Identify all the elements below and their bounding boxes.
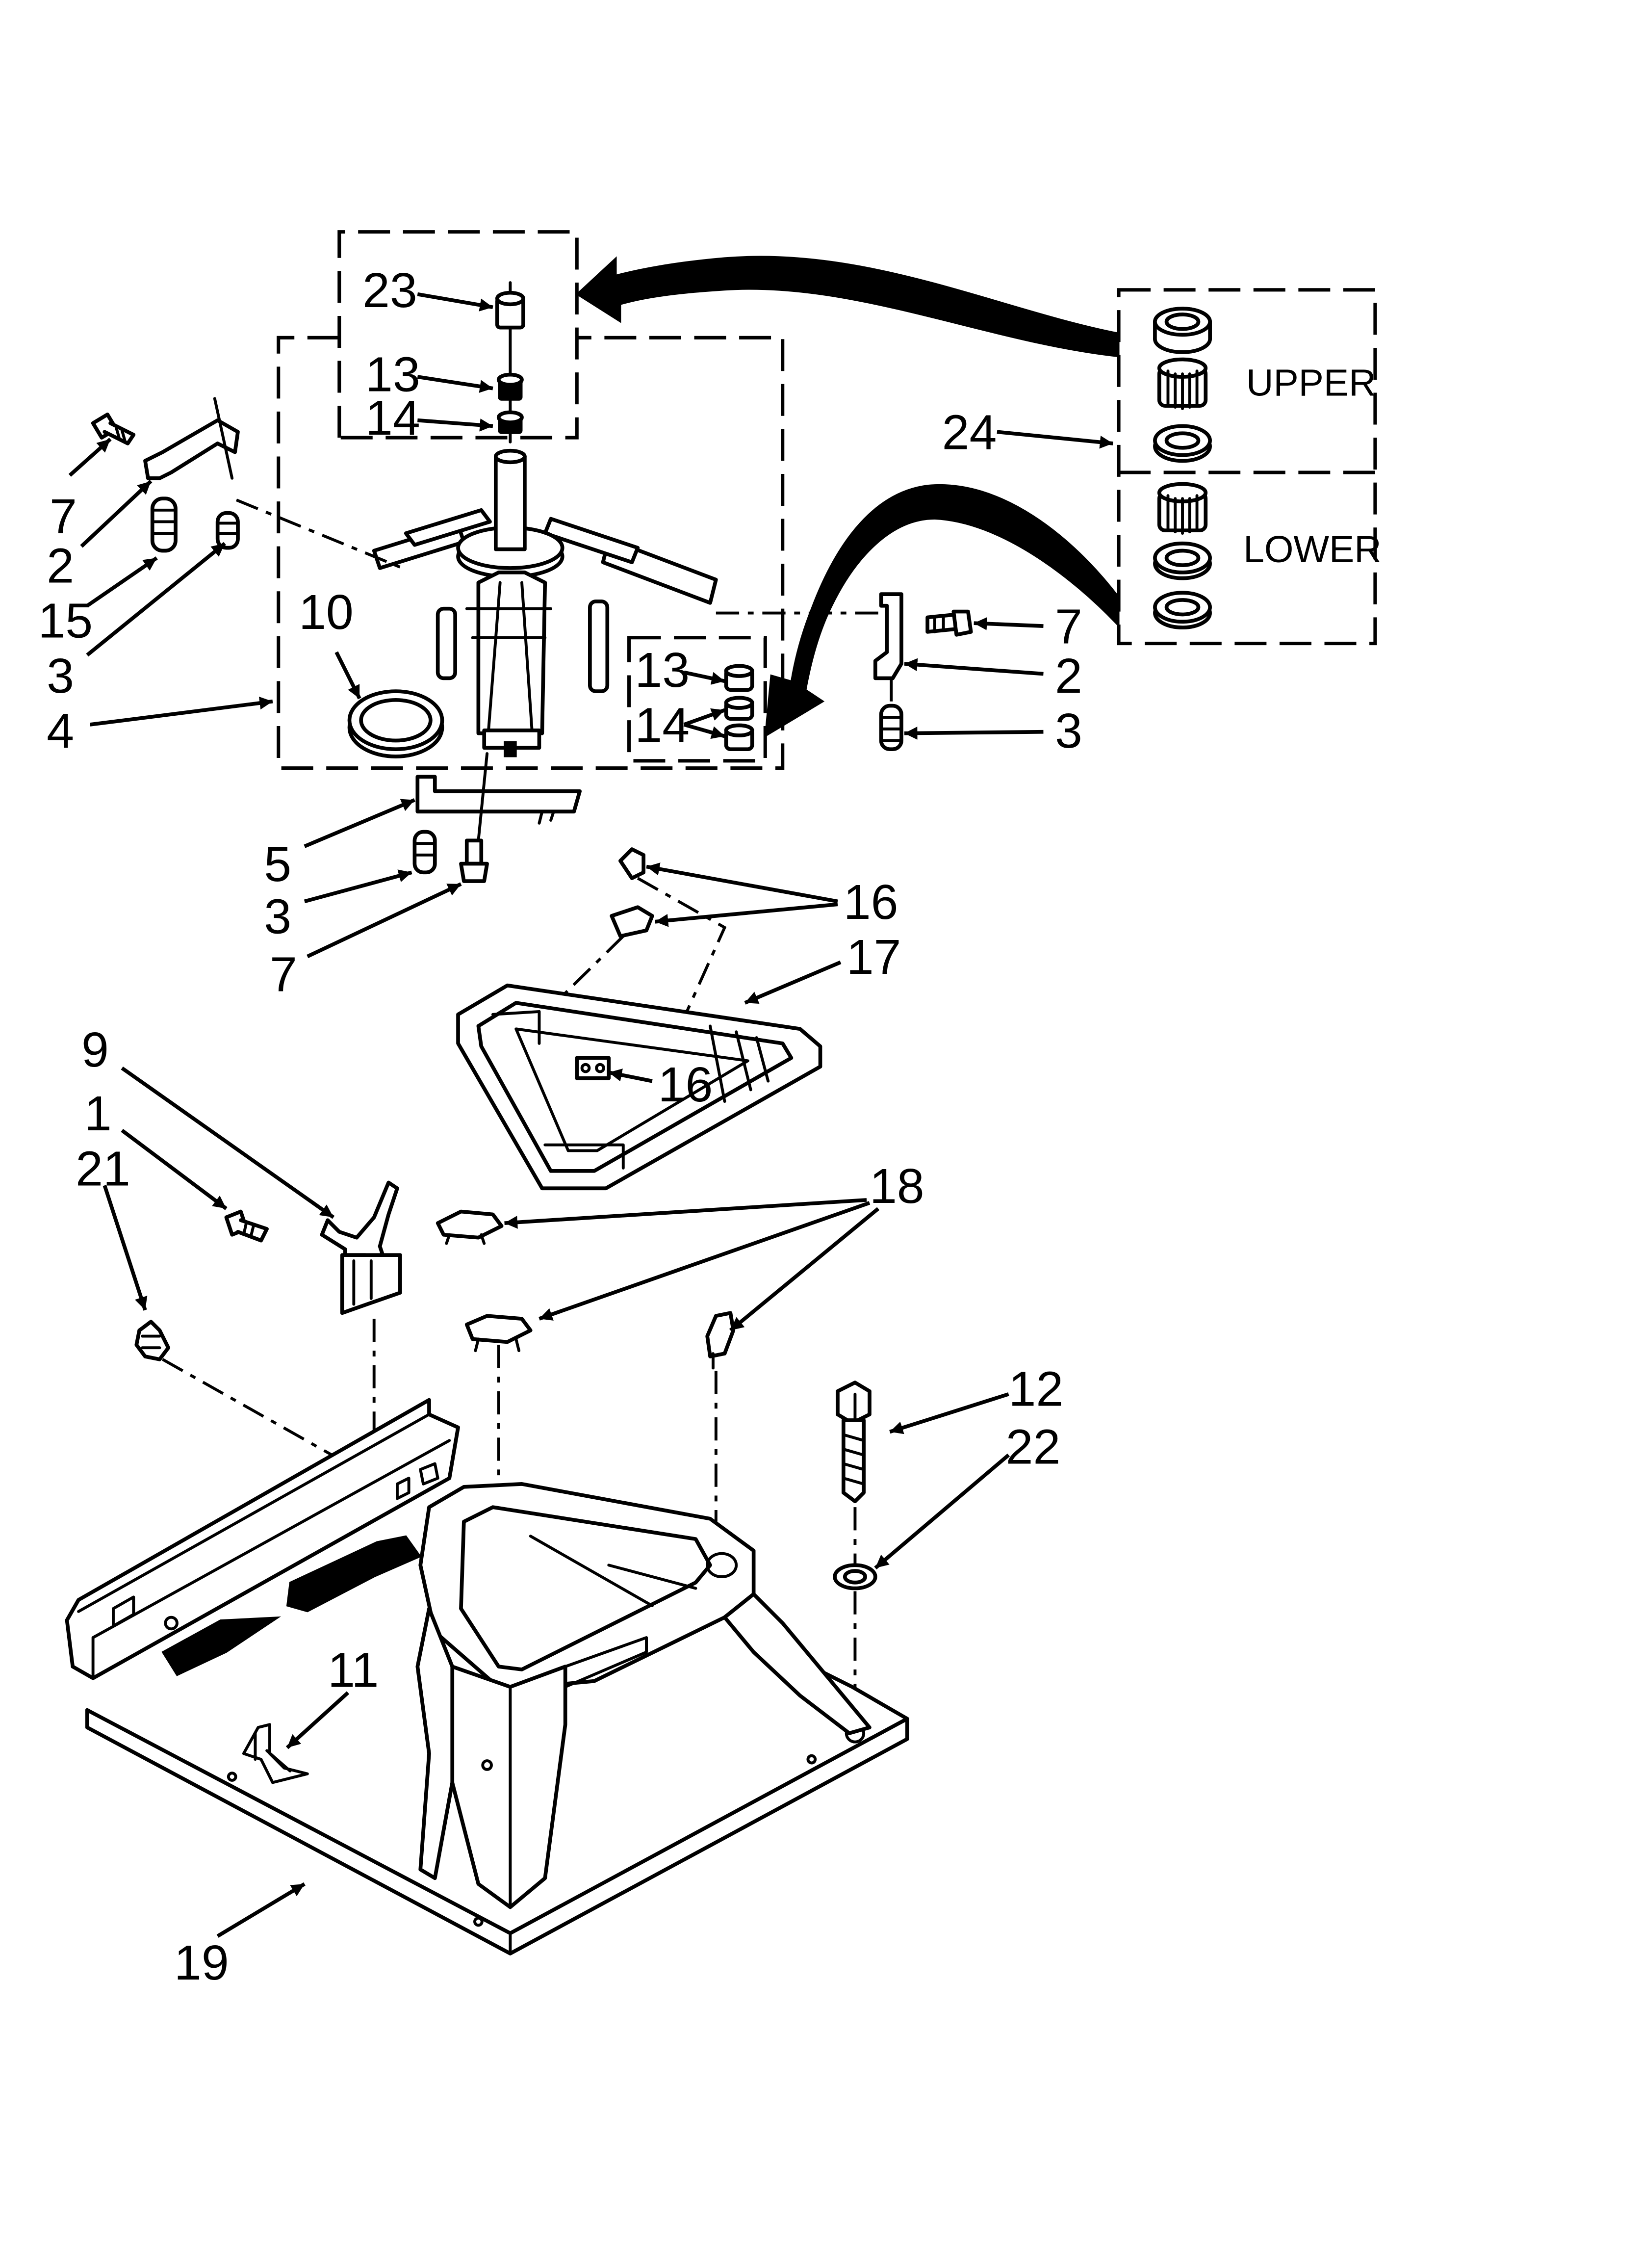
lower-kit-arrow xyxy=(764,484,1120,738)
callout-3-lower: 3 xyxy=(264,889,291,944)
tub-support-assembly xyxy=(372,448,718,757)
callout-21: 21 xyxy=(76,1141,130,1196)
callout-16-upper: 16 xyxy=(844,875,898,930)
callout-13-top: 13 xyxy=(365,347,420,402)
base-frame-19-icon xyxy=(65,1398,909,1955)
lower-bearing-group-box xyxy=(627,636,767,763)
leader-lines xyxy=(68,292,1113,1938)
callout-4: 4 xyxy=(47,704,74,758)
clip-21-icon xyxy=(134,1320,171,1361)
left-bracket-centerline xyxy=(235,498,407,571)
screw-7-left-icon xyxy=(91,413,136,445)
pad-18-upper-icon xyxy=(436,1209,504,1245)
bearing-23-icon xyxy=(495,290,525,330)
bearing-13-top-icon xyxy=(496,372,524,401)
pad-18-middle-icon xyxy=(464,1314,533,1353)
upper-ring-icon xyxy=(1153,424,1212,463)
callout-3-left: 3 xyxy=(47,649,74,704)
callout-12: 12 xyxy=(1009,1361,1064,1416)
washer-22-icon xyxy=(833,1563,877,1590)
clip-16-middle-icon xyxy=(610,905,654,938)
bearing-14-lower-icon xyxy=(724,723,754,752)
top-bearing-stack xyxy=(495,281,525,443)
callout-2-right: 2 xyxy=(1055,649,1082,704)
spring-3-left-icon xyxy=(215,511,240,550)
screw-7-lower-icon xyxy=(459,838,489,883)
bearing-14-top-icon xyxy=(496,410,524,434)
lower-ring-lower-icon xyxy=(1153,591,1212,629)
suspension-assembly-box xyxy=(277,336,785,770)
callout-15: 15 xyxy=(38,594,93,649)
lower-kit-label: LOWER xyxy=(1243,528,1382,571)
callout-labels: 23 13 14 7 2 15 3 4 10 13 14 7 2 3 24 5 … xyxy=(38,263,1082,1990)
callout-14-lower: 14 xyxy=(635,698,690,753)
right-bracket-group xyxy=(716,592,973,752)
upper-kit-arrow xyxy=(575,256,1120,358)
callout-23: 23 xyxy=(362,263,417,318)
bolt-12-icon xyxy=(836,1381,872,1504)
frame-17-icon xyxy=(456,983,822,1191)
callout-7-left: 7 xyxy=(50,489,77,544)
clip-16-lower-icon xyxy=(575,1056,611,1080)
pad-18-right-icon xyxy=(705,1311,736,1370)
bracket-5-icon xyxy=(415,775,582,814)
spring-3-lower-icon xyxy=(412,830,437,875)
assembly-group-boxes xyxy=(277,230,1377,770)
bearing-kit: UPPER LOWER xyxy=(1153,307,1382,629)
callout-14-top: 14 xyxy=(365,391,420,445)
callout-5: 5 xyxy=(264,837,291,892)
callout-1: 1 xyxy=(84,1086,112,1141)
bracket-2-left-icon xyxy=(143,418,240,480)
bearing-13-lower-icon xyxy=(724,664,754,692)
callout-7-lower: 7 xyxy=(270,947,297,1002)
lower-bracket-group xyxy=(412,752,582,883)
ring-10-icon xyxy=(347,689,444,758)
lower-gear-bearing-icon xyxy=(1157,482,1208,535)
left-bracket-group xyxy=(91,397,407,571)
retainer-9-icon xyxy=(320,1180,402,1315)
callout-2-left: 2 xyxy=(47,539,74,594)
spring-15-icon xyxy=(150,496,178,553)
bearing-kit-box xyxy=(1117,288,1377,646)
callout-9: 9 xyxy=(81,1022,109,1077)
lower-ring-upper-icon xyxy=(1153,541,1212,580)
callout-22: 22 xyxy=(1006,1420,1061,1475)
upper-seal-icon xyxy=(1153,307,1212,354)
callout-19: 19 xyxy=(174,1935,229,1990)
screw-7-right-icon xyxy=(925,609,973,637)
callout-17: 17 xyxy=(847,930,901,985)
screw-1-icon xyxy=(224,1209,269,1243)
spring-3-right-icon xyxy=(879,704,903,752)
callout-7-right: 7 xyxy=(1055,600,1082,654)
callout-24: 24 xyxy=(942,405,997,460)
lower-bearing-stack xyxy=(724,664,754,752)
top-bearing-group-box xyxy=(337,230,579,440)
callout-3-right: 3 xyxy=(1055,704,1082,758)
clip-16-upper-icon xyxy=(618,847,645,880)
callout-11: 11 xyxy=(328,1642,379,1697)
bearing-14-lower-mid-icon xyxy=(724,696,754,721)
callout-10: 10 xyxy=(299,585,354,640)
callout-16-lower: 16 xyxy=(658,1057,713,1112)
wire-clip-11-icon xyxy=(242,1723,309,1784)
bearing-kit-arrows xyxy=(575,256,1120,738)
callout-13-lower: 13 xyxy=(635,643,690,698)
upper-kit-label: UPPER xyxy=(1246,362,1376,404)
upper-gear-bearing-icon xyxy=(1157,357,1208,410)
bracket-2-right-icon xyxy=(873,592,903,680)
callout-18: 18 xyxy=(870,1159,924,1214)
